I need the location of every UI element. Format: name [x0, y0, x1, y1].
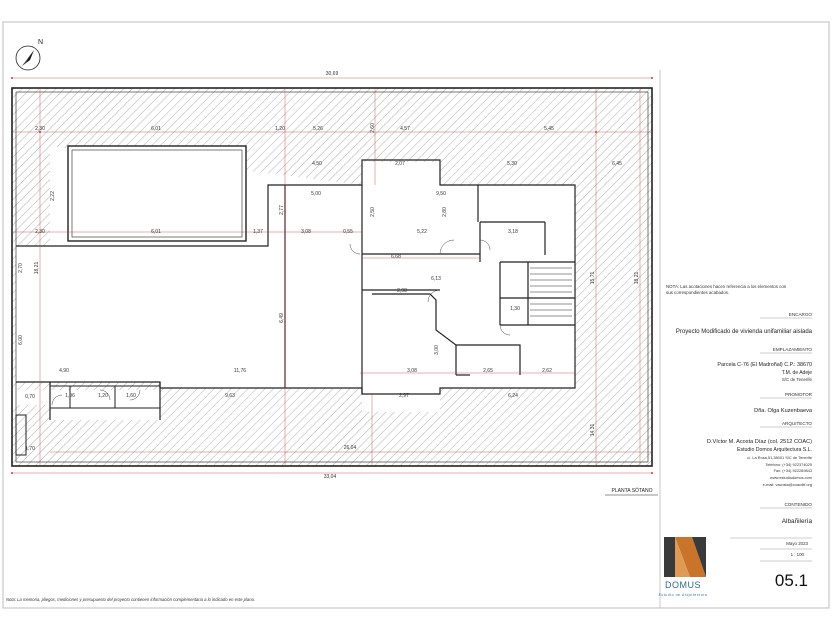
dim-label: 0,70 — [25, 394, 35, 400]
plan-footnote: Nota: La memoria, pliegos, mediciones y … — [6, 597, 255, 602]
dim-label: 2,22 — [50, 191, 56, 201]
dim-label: 1,96 — [65, 393, 75, 399]
dim-label: 5,30 — [507, 161, 517, 167]
utility-rooms — [15, 385, 161, 456]
dim-label: 5,45 — [544, 126, 554, 132]
dim-label: 2,50 — [370, 207, 376, 217]
plan-title-label: PLANTA SÓTANO — [612, 487, 653, 494]
arquitecto-line4: Teléfono: (+34) 922374025 — [765, 462, 812, 467]
arquitecto-line3: c/. La Rosa,51,38001 S/C de Tenerife — [747, 455, 812, 460]
dim-label: 3,08 — [301, 229, 311, 235]
contenido-label: CONTENIDO — [784, 502, 812, 507]
dim-label: 2,98 — [397, 288, 407, 294]
dimension-ticks — [11, 77, 653, 474]
emplazamiento-label: EMPLAZAMIENTO — [773, 347, 813, 352]
dim-label: 2,30 — [35, 229, 45, 235]
dim-label: 2,07 — [395, 161, 405, 167]
promotor-value: Dña. Olga Kuzenbaeva — [754, 408, 813, 414]
dim-label: 18,21 — [634, 272, 640, 285]
interior-area — [16, 178, 575, 394]
dim-label: 26,04 — [344, 445, 357, 451]
dim-label: 6,01 — [151, 229, 161, 235]
arquitecto-line7: e-mail: vacosta@coacdtf.org — [763, 482, 812, 487]
dim-label: 2,70 — [18, 263, 24, 273]
dim-label: 9,50 — [436, 191, 446, 197]
dim-label: 0,55 — [343, 229, 353, 235]
dim-label: 33,04 — [324, 474, 337, 480]
date-value: Mayo 2023 — [786, 541, 808, 546]
dim-label: 5,26 — [313, 126, 323, 132]
pool-outline — [67, 145, 247, 242]
dim-label: 2,60 — [370, 123, 376, 133]
dim-label: 15,71 — [590, 272, 596, 285]
dim-label: 2,97 — [399, 393, 409, 399]
dim-label: 3,00 — [434, 345, 440, 355]
arquitecto-line5: Fax: (+34) 922289843 — [774, 468, 812, 473]
dim-label: 4,50 — [312, 161, 322, 167]
dim-label: 4,90 — [59, 368, 69, 374]
title-block-note: NOTA: Las acotaciones hacen referencia a… — [666, 284, 787, 295]
plan-group: 30,69 33,04 26,04 2,30 6,01 1,20 5,26 4,… — [6, 39, 658, 602]
dim-label: 2,77 — [279, 205, 285, 215]
emplazamiento-line3: S/C de Tenerife — [782, 377, 813, 382]
dim-label: 2,80 — [442, 207, 448, 217]
emplazamiento-line2: T.M. de Adeje — [782, 370, 813, 376]
dim-label: 2,30 — [35, 126, 45, 132]
dim-label: 1,20 — [275, 126, 285, 132]
logo-wordmark: DOMUS — [665, 580, 701, 590]
dim-label: 6,01 — [151, 126, 161, 132]
encargo-value: Proyecto Modificado de vivienda unifamil… — [676, 329, 813, 335]
dim-label: 1,20 — [98, 393, 108, 399]
domus-logo: DOMUS Estudio de Arquitectura — [659, 537, 708, 597]
dim-label: 1,70 — [25, 446, 35, 452]
stair-treads — [530, 267, 572, 317]
dim-label: 6,68 — [391, 254, 401, 260]
dim-label: 5,00 — [311, 191, 321, 197]
arquitecto-line6: www.estudiodomos.com — [770, 475, 812, 480]
dim-label: 3,18 — [508, 229, 518, 235]
dim-label: 4,57 — [400, 126, 410, 132]
arquitecto-line1: D.Víctor M. Acosta Díaz (col. 2512 COAC) — [707, 439, 812, 445]
dim-label: 3,08 — [407, 368, 417, 374]
dim-label: 1,30 — [510, 306, 520, 312]
dim-label: 11,76 — [234, 368, 246, 374]
dim-label: 6,00 — [18, 335, 24, 345]
north-arrow-icon: N — [15, 39, 43, 71]
dim-label: 2,65 — [483, 368, 493, 374]
contenido-value: Albañilería — [782, 518, 813, 525]
dim-label: 6,13 — [431, 276, 441, 282]
sheet-frame — [2, 21, 830, 609]
title-block: NOTA: Las acotaciones hacen referencia a… — [659, 70, 813, 608]
dim-label: 2,62 — [542, 368, 552, 374]
dimension-lines — [12, 77, 652, 474]
arquitecto-line2: Estudio Domos Arquitectura S.L. — [737, 447, 812, 453]
interior-walls — [16, 159, 576, 420]
dim-label: 14,31 — [590, 424, 596, 437]
door-swings — [51, 239, 511, 406]
dim-label: 18,21 — [34, 262, 40, 275]
dim-label: 1,37 — [253, 229, 263, 235]
outer-wall — [11, 87, 653, 467]
logo-subtitle: Estudio de Arquitectura — [659, 593, 708, 597]
scale-value: 1 : 100 — [791, 552, 805, 557]
arquitecto-label: ARQUITECTO — [782, 421, 812, 426]
north-label: N — [38, 39, 43, 46]
promotor-label: PROMOTOR — [785, 392, 813, 397]
dim-label: 5,22 — [417, 229, 427, 235]
dim-label: 6,49 — [279, 313, 285, 323]
dim-label: 6,45 — [612, 161, 622, 167]
dim-label: 30,69 — [326, 71, 339, 77]
sheet-number: 05.1 — [775, 571, 808, 590]
encargo-label: ENCARGO — [789, 312, 813, 317]
emplazamiento-line1: Parcela C-76 (El Madroñal) C.P.: 38670 — [717, 362, 812, 368]
dim-label: 6,24 — [508, 393, 518, 399]
dim-label: 1,60 — [126, 393, 136, 399]
dim-label: 9,63 — [225, 393, 235, 399]
